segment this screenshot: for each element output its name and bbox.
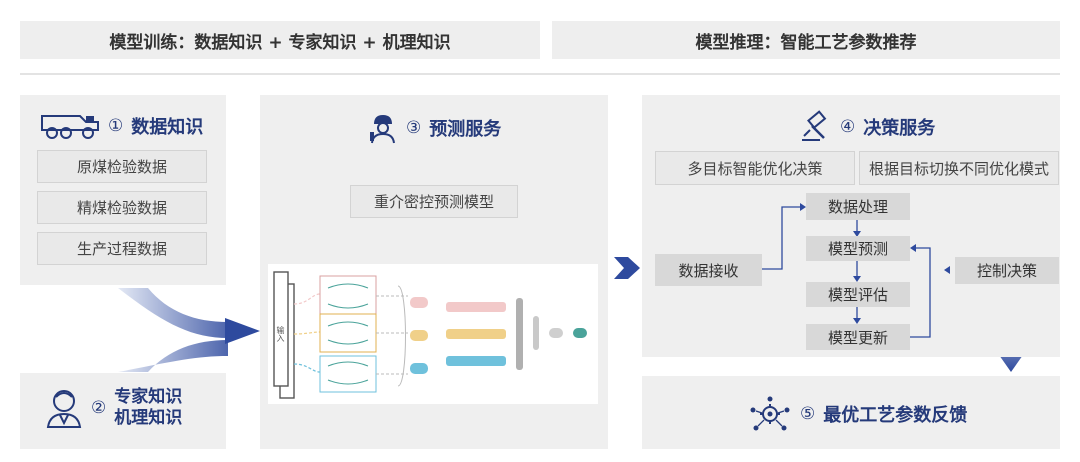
- panel1-title: ① 数据知识: [40, 112, 203, 140]
- panel-expert-knowledge: [20, 373, 226, 449]
- header-training-text: 模型训练：数据知识 + 专家知识 + 机理知识: [109, 32, 451, 53]
- data-item-label: 生产过程数据: [76, 240, 167, 258]
- arrow-head-to-prediction: [225, 318, 260, 344]
- data-receive-box: 数据接收: [655, 254, 762, 286]
- control-decision-box: 控制决策: [955, 257, 1059, 284]
- arrow-from-expert: [118, 340, 228, 372]
- panel2-title: ② 专家知识 机理知识: [45, 387, 182, 429]
- mode-switch-label: 根据目标切换不同优化模式: [868, 159, 1049, 178]
- network-gear-icon: [750, 396, 790, 431]
- expert-avatar-icon: [46, 390, 82, 428]
- flow-step-label: 数据处理: [827, 198, 888, 216]
- flow-model-evaluation: 模型评估: [806, 282, 910, 307]
- panel2-line2: 机理知识: [114, 408, 183, 428]
- panel4-title: ④ 决策服务: [800, 110, 936, 142]
- panel2-line1: 专家知识: [114, 387, 183, 407]
- mining-truck-icon: [41, 115, 99, 139]
- header-training: 模型训练：数据知识 + 专家知识 + 机理知识: [20, 21, 540, 59]
- neural-network-diagram: 输入: [268, 264, 598, 404]
- control-decision-label: 控制决策: [976, 262, 1037, 280]
- panel2-number: ②: [91, 398, 107, 418]
- data-receive-label: 数据接收: [678, 261, 739, 280]
- flow-data-processing: 数据处理: [806, 193, 910, 220]
- multi-objective-label: 多目标智能优化决策: [687, 159, 823, 178]
- panel3-number: ③: [406, 118, 422, 138]
- flow-step-label: 模型评估: [827, 286, 888, 304]
- neural-network-graphic: [273, 271, 587, 399]
- panel1-title-text: 数据知识: [131, 117, 204, 138]
- panel4-number: ④: [840, 117, 856, 137]
- mode-switch-box: 根据目标切换不同优化模式: [859, 151, 1059, 185]
- flow-step-label: 模型更新: [827, 328, 888, 347]
- engineer-icon: [370, 115, 395, 144]
- panel3-title: ③ 预测服务: [368, 112, 501, 144]
- header-divider: [20, 73, 1060, 75]
- panel4-title-text: 决策服务: [863, 118, 936, 139]
- flow-model-update: 模型更新: [806, 324, 910, 350]
- panel5-title-text: 最优工艺参数反馈: [823, 405, 968, 426]
- panel1-number: ①: [108, 116, 124, 136]
- nn-input-label: 输入: [276, 326, 285, 342]
- arrow-to-decision: [614, 257, 640, 279]
- header-inference-text: 模型推理：智能工艺参数推荐: [695, 32, 917, 53]
- data-item-label: 精煤检验数据: [76, 199, 167, 217]
- gavel-icon: [802, 110, 827, 141]
- prediction-model-label: 重介密控预测模型: [373, 193, 494, 211]
- data-item-label: 原煤检验数据: [76, 158, 167, 176]
- panel3-title-text: 预测服务: [429, 119, 502, 140]
- panel5-title: ⑤ 最优工艺参数反馈: [748, 396, 967, 432]
- arrow-from-data: [118, 288, 228, 338]
- panel5-number: ⑤: [800, 404, 816, 424]
- panel-feedback: [642, 376, 1060, 449]
- data-item-raw-coal: 原煤检验数据: [37, 150, 207, 183]
- prediction-model-box: 重介密控预测模型: [350, 185, 518, 218]
- flow-step-label: 模型预测: [827, 240, 888, 258]
- header-inference: 模型推理：智能工艺参数推荐: [552, 21, 1060, 59]
- data-item-production: 生产过程数据: [37, 232, 207, 265]
- multi-objective-box: 多目标智能优化决策: [655, 151, 855, 185]
- data-item-clean-coal: 精煤检验数据: [37, 191, 207, 224]
- flow-model-prediction: 模型预测: [806, 236, 910, 261]
- panel-decision-service: [642, 95, 1060, 357]
